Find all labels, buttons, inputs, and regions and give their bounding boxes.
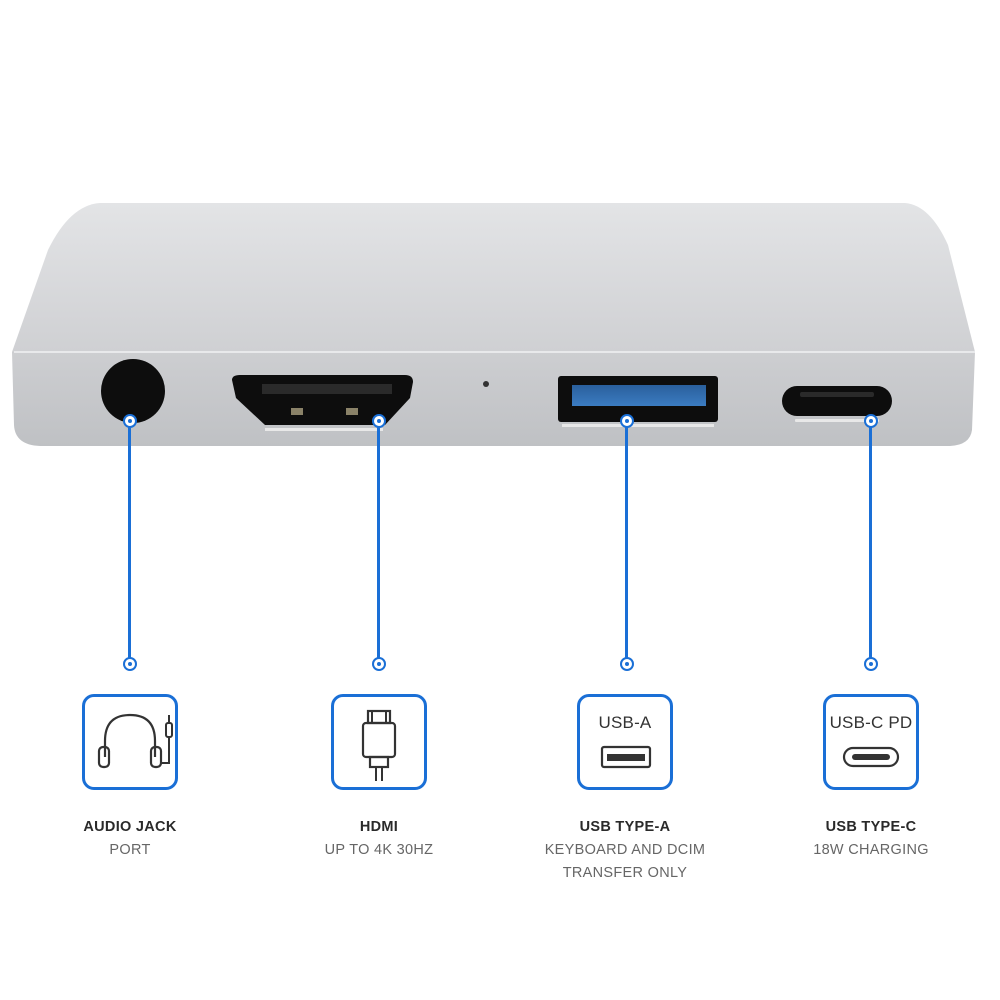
hdmi-port-subtitle: UP TO 4K 30HZ — [324, 842, 434, 858]
usb-a-port-label: USB TYPE-A KEYBOARD AND DCIM TRANSFER ON… — [515, 816, 735, 885]
hdmi-icon-box — [331, 694, 427, 790]
usb-a-box-label: USB-A — [598, 713, 652, 732]
usb-c-hub-device — [12, 203, 975, 446]
hdmi-port — [232, 375, 413, 431]
audio-port-title: AUDIO JACK — [83, 819, 177, 835]
usb-a-port-subtitle-2: TRANSFER ONLY — [562, 865, 688, 881]
usb-a-port-subtitle-1: KEYBOARD AND DCIM — [544, 842, 706, 858]
usb-a-icon-box: USB-A — [577, 694, 673, 790]
audio-jack-port — [101, 359, 165, 423]
usb-c-port-label: USB TYPE-C 18W CHARGING — [761, 816, 981, 862]
usb-c-port-title: USB TYPE-C — [825, 819, 917, 835]
hdmi-plug-icon — [361, 709, 397, 781]
audio-port-subtitle: PORT — [109, 842, 151, 858]
usb-a-port — [558, 376, 718, 427]
usb-c-port — [782, 386, 892, 422]
hdmi-port-label: HDMI UP TO 4K 30HZ — [269, 816, 489, 862]
headphone-icon — [97, 713, 173, 769]
usb-a-port-title: USB TYPE-A — [579, 819, 671, 835]
status-led — [483, 381, 489, 387]
hdmi-port-title: HDMI — [359, 819, 399, 835]
usb-c-port-subtitle: 18W CHARGING — [813, 842, 929, 858]
usb-c-icon-box: USB-C PD — [823, 694, 919, 790]
usb-c-icon — [842, 746, 900, 768]
usb-a-icon — [600, 745, 652, 769]
usb-c-box-label: USB-C PD — [829, 713, 913, 732]
audio-port-label: AUDIO JACK PORT — [20, 816, 240, 862]
audio-icon-box — [82, 694, 178, 790]
